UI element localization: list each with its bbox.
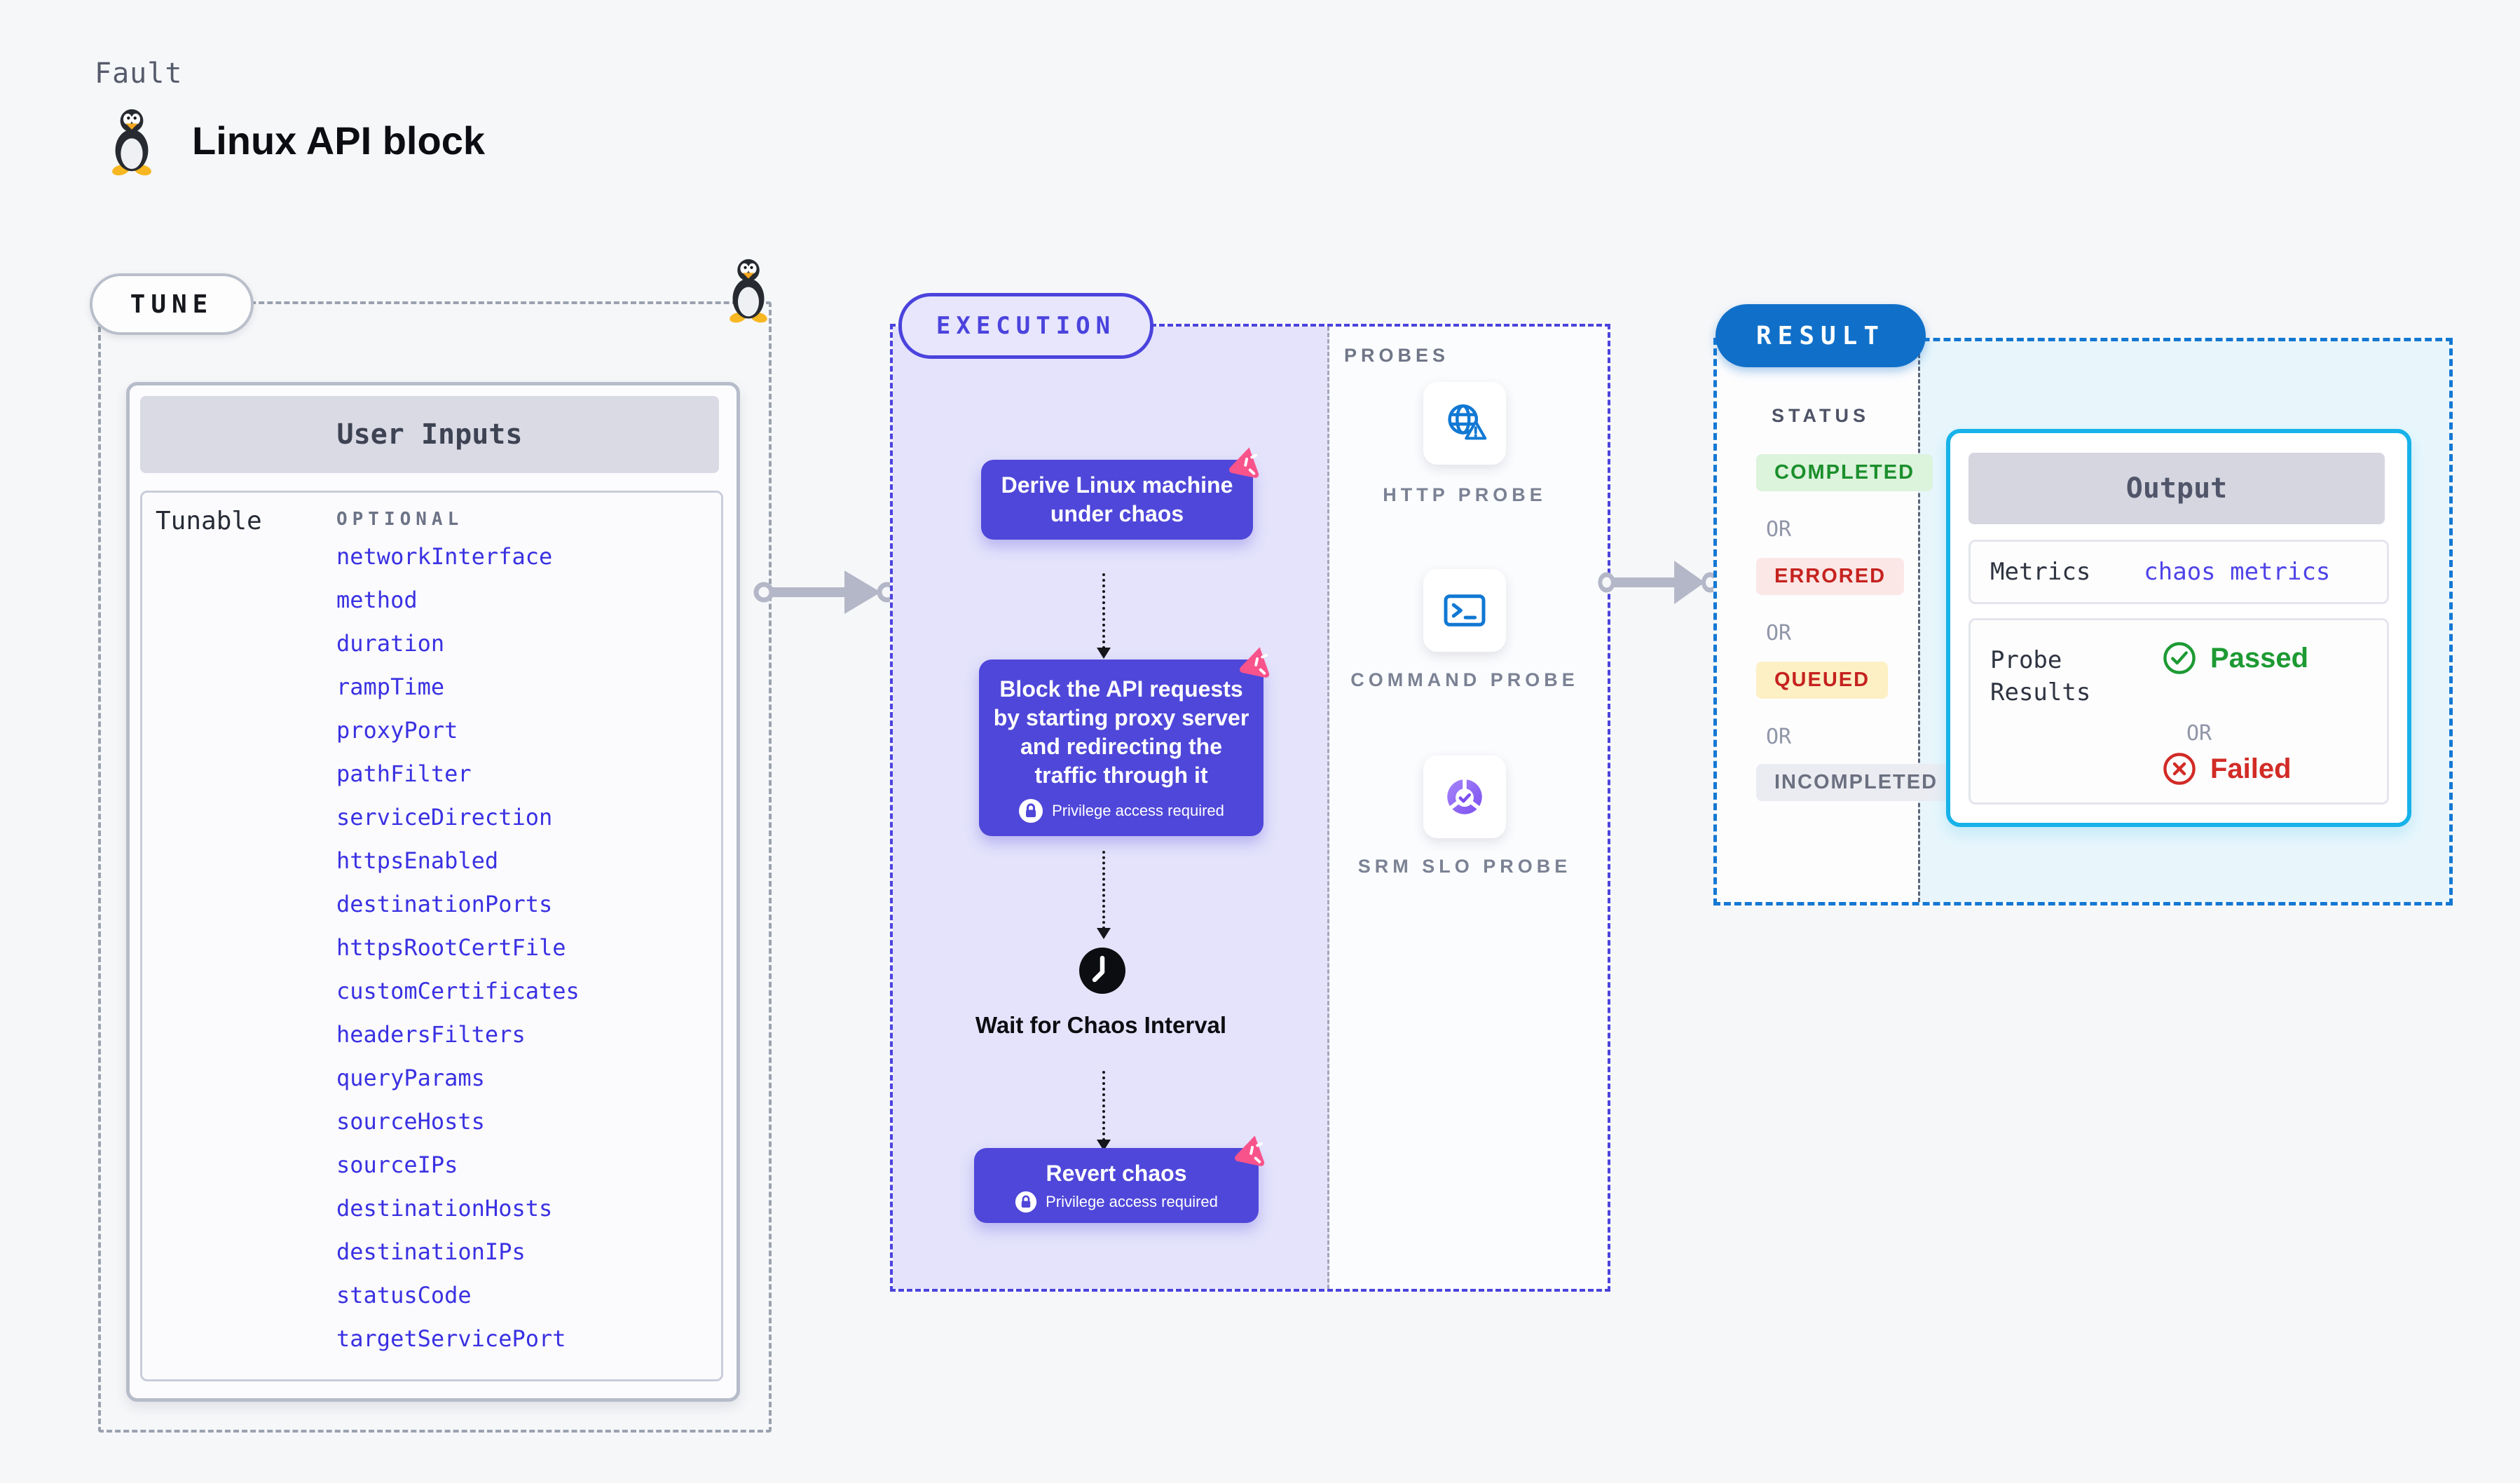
x-circle-icon — [2163, 753, 2196, 785]
output-card: Output Metrics chaos metrics Probe Resul… — [1946, 429, 2411, 827]
or-separator: OR — [1766, 725, 1792, 749]
chaos-badge-icon — [1240, 647, 1270, 678]
param-link-statusCode[interactable]: statusCode — [336, 1282, 472, 1308]
user-inputs-table — [140, 491, 723, 1381]
globe-alert-icon — [1448, 404, 1487, 440]
privilege-badge: Privilege access required — [987, 1191, 1246, 1213]
fault-kicker: Fault — [95, 57, 183, 90]
probe-card-srm-slo — [1423, 756, 1506, 838]
flow-connector — [1102, 851, 1105, 929]
status-badge-incompleted: INCOMPLETED — [1756, 764, 1957, 801]
status-badge-errored: ERRORED — [1756, 558, 1905, 595]
probe-card-http — [1423, 382, 1506, 465]
result-label-pill: RESULT — [1716, 304, 1926, 367]
step-derive-text: Derive Linux machine under chaos — [1001, 472, 1233, 526]
param-link-httpsEnabled[interactable]: httpsEnabled — [336, 847, 499, 874]
probe-label-http: HTTP PROBE — [1383, 484, 1547, 505]
param-link-rampTime[interactable]: rampTime — [336, 674, 445, 700]
param-link-customCertificates[interactable]: customCertificates — [336, 978, 580, 1004]
tunable-row-label: Tunable — [156, 507, 262, 535]
flow-arrowhead-icon — [1097, 928, 1111, 939]
optional-tag: OPTIONAL — [336, 509, 464, 530]
tux-penguin-icon — [730, 259, 767, 323]
tux-penguin-icon — [112, 109, 151, 176]
flow-arrowhead-icon — [1097, 648, 1111, 659]
probes-to-result-arrow — [1598, 561, 1718, 604]
status-badge-queued: QUEUED — [1756, 662, 1889, 699]
step-revert-chaos: Revert chaos Privilege access required — [974, 1135, 1265, 1223]
status-badge-completed: COMPLETED — [1756, 454, 1933, 491]
execution-label: EXECUTION — [936, 312, 1116, 340]
param-link-sourceHosts[interactable]: sourceHosts — [336, 1108, 485, 1135]
probe-card-command — [1423, 569, 1506, 652]
passed-label: Passed — [2210, 642, 2309, 674]
param-link-destinationHosts[interactable]: destinationHosts — [336, 1195, 553, 1222]
step-block-api: Block the API requests by starting proxy… — [979, 647, 1270, 836]
probe-label-srm-slo: SRM SLO PROBE — [1357, 856, 1572, 877]
flow-connector — [1102, 573, 1105, 649]
execution-label-pill: EXECUTION — [898, 293, 1153, 359]
probe-results-row: Probe Results Passed OR Failed — [1968, 618, 2389, 805]
lock-icon — [1019, 799, 1043, 823]
page-title: Linux API block — [192, 118, 485, 163]
param-link-pathFilter[interactable]: pathFilter — [336, 760, 472, 787]
failed-label: Failed — [2210, 753, 2292, 784]
step-block-text: Block the API requests by starting proxy… — [993, 676, 1249, 788]
user-inputs-header: User Inputs — [140, 396, 719, 473]
passed-verdict: Passed — [2161, 640, 2308, 676]
user-inputs-title: User Inputs — [336, 418, 523, 451]
output-title: Output — [2125, 472, 2228, 505]
metrics-label: Metrics — [1990, 558, 2091, 586]
flow-connector — [1102, 1071, 1105, 1141]
or-separator: OR — [2186, 721, 2212, 746]
param-link-queryParams[interactable]: queryParams — [336, 1065, 485, 1091]
step-derive-machine: Derive Linux machine under chaos — [981, 447, 1259, 540]
param-link-targetServicePort[interactable]: targetServicePort — [336, 1325, 566, 1352]
tune-label: TUNE — [130, 289, 214, 319]
metrics-row: Metrics chaos metrics — [1968, 540, 2389, 604]
or-separator: OR — [1766, 517, 1792, 542]
wait-step-label: Wait for Chaos Interval — [975, 1012, 1227, 1038]
result-label: RESULT — [1755, 321, 1886, 350]
slo-check-icon — [1447, 778, 1482, 814]
metrics-value: chaos metrics — [2144, 558, 2331, 586]
step-revert-text: Revert chaos — [1046, 1161, 1187, 1186]
privilege-badge: Privilege access required — [993, 798, 1249, 823]
chaos-badge-icon — [1235, 1135, 1265, 1166]
check-circle-icon — [2163, 642, 2196, 674]
param-link-networkInterface[interactable]: networkInterface — [336, 543, 553, 570]
tune-to-execution-arrow — [753, 570, 897, 614]
tune-label-pill: TUNE — [90, 273, 254, 335]
param-link-method[interactable]: method — [336, 587, 418, 613]
or-separator: OR — [1766, 621, 1792, 645]
privilege-note: Privilege access required — [1052, 802, 1224, 819]
status-heading: STATUS — [1772, 405, 1870, 426]
param-link-proxyPort[interactable]: proxyPort — [336, 717, 458, 744]
tune-section — [98, 301, 772, 1433]
probe-label-command: COMMAND PROBE — [1350, 669, 1579, 690]
privilege-note: Privilege access required — [1046, 1193, 1218, 1210]
terminal-icon — [1444, 594, 1486, 627]
failed-verdict: Failed — [2161, 751, 2292, 787]
probe-results-label: Probe Results — [1990, 646, 2091, 706]
output-header: Output — [1968, 453, 2385, 524]
param-link-destinationPorts[interactable]: destinationPorts — [336, 891, 553, 917]
probes-label: PROBES — [1344, 345, 1450, 366]
param-link-duration[interactable]: duration — [336, 630, 445, 657]
param-link-serviceDirection[interactable]: serviceDirection — [336, 804, 553, 831]
param-link-destinationIPs[interactable]: destinationIPs — [336, 1238, 526, 1265]
chaos-badge-icon — [1229, 447, 1259, 478]
param-link-headersFilters[interactable]: headersFilters — [336, 1021, 526, 1048]
param-link-sourceIPs[interactable]: sourceIPs — [336, 1151, 458, 1178]
wait-clock-icon — [1079, 948, 1125, 994]
lock-icon — [1015, 1191, 1037, 1213]
param-link-httpsRootCertFile[interactable]: httpsRootCertFile — [336, 934, 566, 961]
